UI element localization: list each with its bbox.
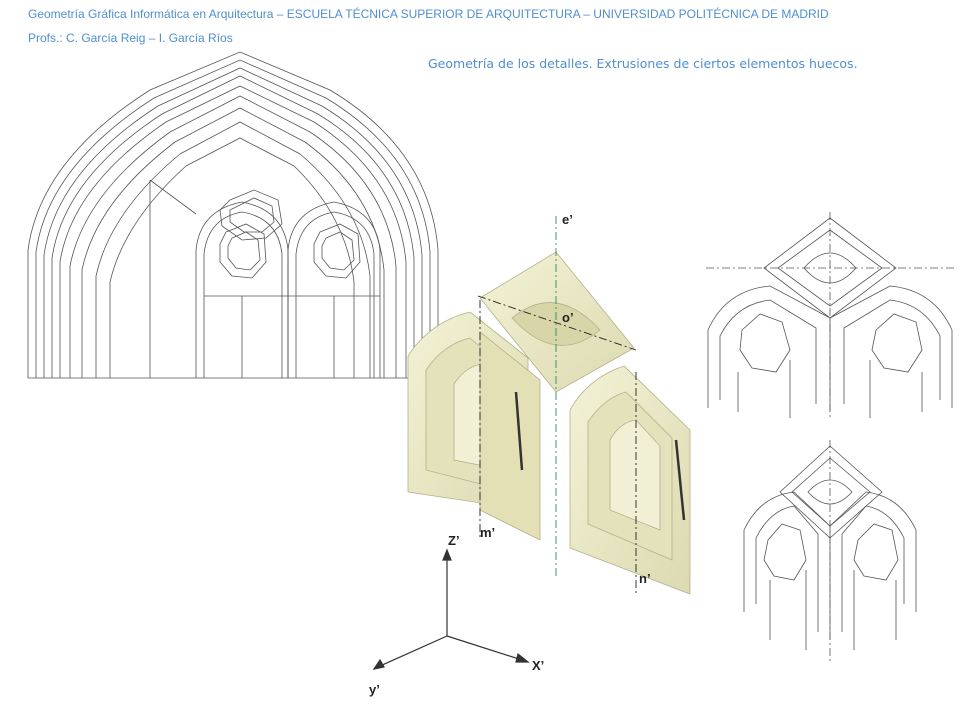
axis-label-z: Z’ — [448, 533, 460, 548]
page-subtitle: Geometría de los detalles. Extrusiones d… — [428, 56, 858, 71]
axis-label-y: y’ — [369, 682, 380, 697]
stone-extrusion-render — [407, 251, 691, 595]
coordinate-axes — [372, 548, 530, 670]
construction-lines — [477, 216, 637, 594]
vault-elevation-bottom — [743, 440, 917, 662]
axis-label-x: X’ — [532, 658, 544, 673]
header-title: Geometría Gráfica Informática en Arquite… — [28, 7, 829, 21]
label-o: o’ — [562, 310, 574, 325]
vault-elevation-top — [706, 212, 954, 418]
header-professors: Profs.: C. García Reig – I. García Ríos — [28, 31, 233, 45]
label-m: m’ — [480, 525, 495, 540]
label-e: e’ — [562, 212, 573, 227]
gothic-window-drawing — [27, 51, 439, 379]
label-n: n’ — [639, 571, 651, 586]
